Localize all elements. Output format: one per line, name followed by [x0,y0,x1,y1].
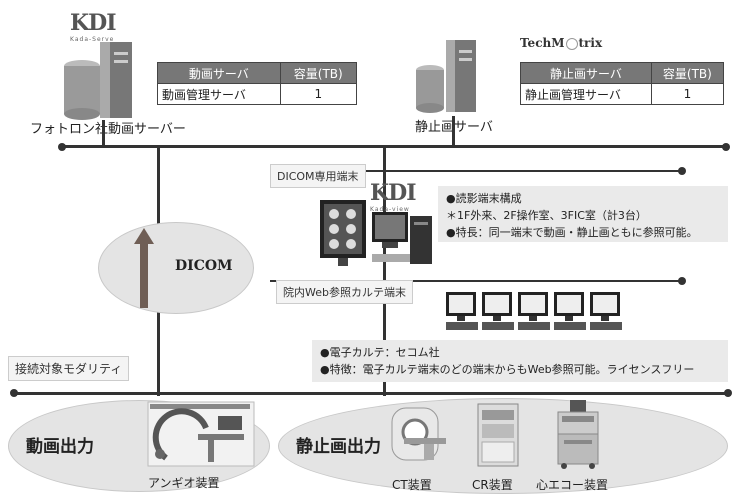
video-server-label: フォトロン社動画サーバー [30,122,186,137]
dicom-terminal-label: DICOM専用端末 [270,164,366,188]
dicom-workstation-icon [320,200,432,266]
web-info-line-2: ●特徴：電子カルテ端末のどの端末からもWeb参照可能。ライセンスフリー [320,363,695,376]
dicom-line-end [678,167,686,175]
main-line-right-end [722,143,730,151]
angio-device-icon [147,401,255,467]
video-table-header-capacity: 容量(TB) [279,62,358,84]
still-table-cell-name: 静止画管理サーバ [520,83,652,105]
dicom-info-line-1: ●読影端末構成 [446,192,522,205]
video-table-cell-name: 動画管理サーバ [157,83,281,105]
echo-device-icon [557,400,599,469]
still-server-table: 静止画サーバ 容量(TB) 静止画管理サーバ 1 [520,62,725,105]
web-terminal-info: ●電子カルテ：セコム社 ●特徴：電子カルテ端末のどの端末からもWeb参照可能。ラ… [312,340,728,382]
cr-device-icon [477,403,519,467]
ct-device-icon [391,407,446,461]
dicom-bubble [98,222,254,314]
echo-device-label: 心エコー装置 [536,478,609,492]
video-server-icon [64,42,132,120]
dicom-terminal-line [270,170,682,172]
cr-device-label: CR装置 [472,478,513,492]
dicom-bubble-label: DICOM [175,258,233,274]
still-server-icon [416,40,476,113]
web-line-end [678,277,686,285]
modality-line-left-end [10,389,18,397]
web-terminal-label: 院内Web参照カルテ端末 [276,280,413,304]
video-table-cell-capacity: 1 [279,83,358,105]
still-table-header-name: 静止画サーバ [520,62,652,84]
still-table-header-capacity: 容量(TB) [650,62,725,84]
web-terminals-icon [446,292,622,330]
modality-line-right-end [724,389,732,397]
ct-device-label: CT装置 [392,478,432,492]
video-server-drop [102,120,105,146]
still-server-drop [452,116,455,146]
dicom-info-line-3: ●特長：同一端末で動画・静止画ともに参照可能。 [446,226,698,239]
video-table-header-name: 動画サーバ [157,62,281,84]
web-info-line-1: ●電子カルテ：セコム社 [320,346,440,359]
dicom-terminal-info: ●読影端末構成 ＊1F外来、2F操作室、3FIC室（計3台） ●特長：同一端末で… [438,186,728,242]
kada-serve-logo: KDI Kada-Serve [70,10,116,43]
video-server-table: 動画サーバ 容量(TB) 動画管理サーバ 1 [157,62,358,105]
kada-view-logo: KDI Kada-view [370,180,416,213]
main-line-left-end [58,143,66,151]
still-output-label: 静止画出力 [296,437,381,457]
angio-device-label: アンギオ装置 [148,476,220,490]
web-terminal-line [270,280,682,282]
right-vertical-trunk [383,146,386,396]
modality-network-line [14,392,728,395]
still-table-cell-capacity: 1 [650,83,725,105]
dicom-info-line-2: ＊1F外来、2F操作室、3FIC室（計3台） [446,209,647,222]
main-network-line [62,145,726,148]
upward-arrow-icon [134,228,154,308]
video-output-label: 動画出力 [26,437,94,457]
modality-label: 接続対象モダリティ [8,356,130,381]
